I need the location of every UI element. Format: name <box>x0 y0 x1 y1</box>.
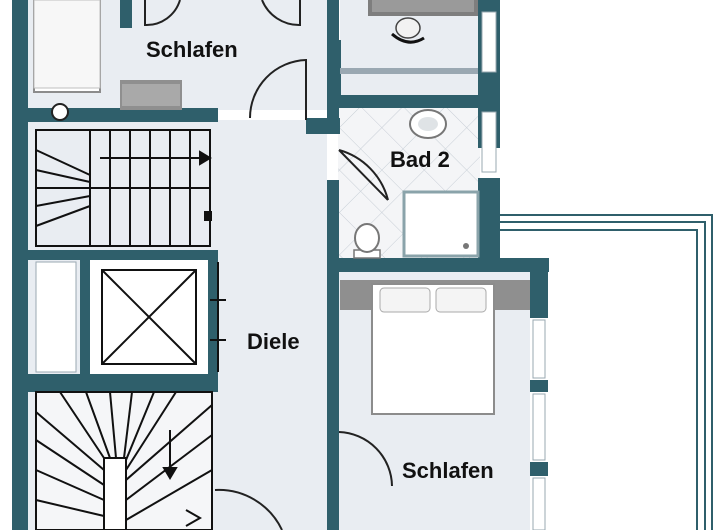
floor-hall <box>215 120 327 530</box>
door-swing-hall-bottom <box>214 488 283 530</box>
shower <box>402 190 480 258</box>
door-swing-bath <box>338 149 389 201</box>
stairs-upper <box>35 129 212 247</box>
washbasin <box>409 109 447 139</box>
sliding-rail <box>340 68 478 74</box>
wardrobe <box>120 80 182 110</box>
stairs-lower <box>35 391 213 530</box>
office-chair <box>391 17 425 44</box>
label-bedroom-bottom: Schlafen <box>402 458 494 483</box>
column <box>51 103 69 121</box>
shaft <box>90 260 226 374</box>
terrace-outline <box>500 214 713 530</box>
toilet <box>353 223 381 259</box>
windows <box>35 11 546 530</box>
door-swing-bedroom-bottom <box>338 431 393 487</box>
label-bedroom-top: Schlafen <box>146 37 238 62</box>
door-swings-top <box>144 0 307 120</box>
bed-top-left <box>33 0 101 93</box>
label-hall: Diele <box>247 329 300 354</box>
label-bath: Bad 2 <box>390 147 450 172</box>
desk <box>368 0 478 16</box>
double-bed <box>340 280 530 415</box>
